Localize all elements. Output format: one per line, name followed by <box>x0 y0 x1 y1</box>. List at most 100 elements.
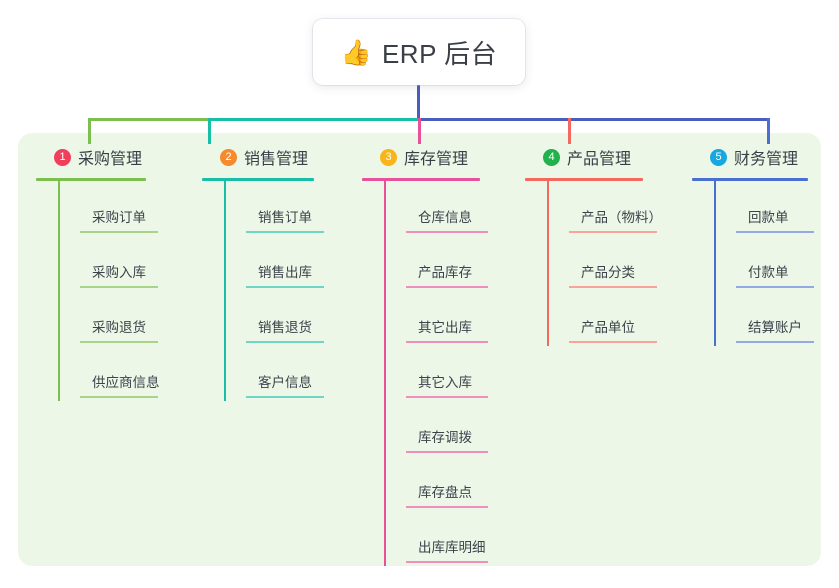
branch-header[interactable]: 4 产品管理 <box>525 145 685 169</box>
branch-child-underline <box>569 231 657 233</box>
branch-child-item[interactable]: 产品单位 <box>547 291 685 346</box>
branch-child-item[interactable]: 库存调拨 <box>384 401 522 456</box>
branch-column: 4 产品管理产品（物料） 产品分类产品单位 <box>525 145 685 346</box>
thumbs-up-icon: 👍 <box>340 37 372 67</box>
branch-child-item[interactable]: 产品（物料） <box>547 181 685 236</box>
trunk-segment <box>418 118 568 121</box>
branch-child-item[interactable]: 回款单 <box>714 181 832 236</box>
branch-number-badge: 4 <box>543 148 560 166</box>
branch-child-item[interactable]: 付款单 <box>714 236 832 291</box>
trunk-segment <box>568 118 770 121</box>
branch-children-list: 产品（物料） 产品分类产品单位 <box>525 181 685 346</box>
branch-underline <box>36 178 146 181</box>
branch-child-label: 销售订单 <box>258 210 312 225</box>
branch-underline <box>692 178 808 181</box>
branch-child-item[interactable]: 结算账户 <box>714 291 832 346</box>
branch-child-item[interactable]: 库存盘点 <box>384 456 522 511</box>
branch-number-badge: 2 <box>220 148 237 166</box>
branch-child-item[interactable]: 其它入库 <box>384 346 522 401</box>
branch-child-underline <box>80 286 158 288</box>
branch-child-underline <box>406 396 488 398</box>
branch-child-label: 采购入库 <box>92 265 146 280</box>
branch-child-label: 产品分类 <box>581 265 635 280</box>
branch-child-item[interactable]: 采购订单 <box>58 181 186 236</box>
branch-child-label: 仓库信息 <box>418 210 472 225</box>
branch-child-underline <box>246 231 324 233</box>
branch-child-item[interactable]: 其它出库 <box>384 291 522 346</box>
branch-child-underline <box>736 341 814 343</box>
branch-column: 3 库存管理仓库信息产品库存其它出库其它入库库存调拨库存盘点出库库明细 <box>362 145 522 566</box>
branch-drop-connector <box>568 118 571 144</box>
branch-underline <box>525 178 643 181</box>
branch-child-label: 付款单 <box>748 265 789 280</box>
branch-child-underline <box>406 451 488 453</box>
branch-child-item[interactable]: 仓库信息 <box>384 181 522 236</box>
branch-child-label: 其它出库 <box>418 320 472 335</box>
branch-title: 产品管理 <box>567 151 632 168</box>
branch-drop-connector <box>208 118 211 144</box>
branch-child-underline <box>80 396 158 398</box>
branch-child-label: 供应商信息 <box>92 375 160 390</box>
root-node[interactable]: 👍 ERP 后台 <box>313 19 525 85</box>
branch-child-label: 产品（物料） <box>581 210 662 225</box>
branch-child-item[interactable]: 采购入库 <box>58 236 186 291</box>
branch-child-label: 采购订单 <box>92 210 146 225</box>
branch-child-label: 其它入库 <box>418 375 472 390</box>
branch-child-underline <box>736 231 814 233</box>
branch-child-item[interactable]: 供应商信息 <box>58 346 186 401</box>
branch-children-list: 仓库信息产品库存其它出库其它入库库存调拨库存盘点出库库明细 <box>362 181 522 566</box>
branch-child-underline <box>406 341 488 343</box>
branch-child-underline <box>569 341 657 343</box>
branch-drop-connector <box>418 118 421 144</box>
trunk-segment <box>208 118 418 121</box>
branch-header[interactable]: 5 财务管理 <box>692 145 832 169</box>
branch-child-item[interactable]: 客户信息 <box>224 346 352 401</box>
branch-child-underline <box>80 341 158 343</box>
branch-title: 财务管理 <box>734 151 799 168</box>
branch-child-item[interactable]: 产品分类 <box>547 236 685 291</box>
branch-child-item[interactable]: 销售退货 <box>224 291 352 346</box>
branch-header[interactable]: 3 库存管理 <box>362 145 522 169</box>
branch-spine <box>714 181 716 346</box>
branch-child-underline <box>406 231 488 233</box>
branch-spine <box>547 181 549 346</box>
branch-number-badge: 3 <box>380 148 397 166</box>
branch-title: 销售管理 <box>244 151 309 168</box>
branch-children-list: 采购订单采购入库采购退货供应商信息 <box>36 181 186 401</box>
branch-child-item[interactable]: 销售出库 <box>224 236 352 291</box>
branch-child-underline <box>246 286 324 288</box>
branch-child-label: 库存盘点 <box>418 485 472 500</box>
branch-child-label: 销售出库 <box>258 265 312 280</box>
branch-title: 库存管理 <box>404 151 469 168</box>
branch-child-underline <box>569 286 657 288</box>
branch-child-underline <box>246 396 324 398</box>
branch-child-underline <box>246 341 324 343</box>
branch-child-underline <box>80 231 158 233</box>
branch-drop-connector <box>767 118 770 144</box>
branch-child-label: 库存调拨 <box>418 430 472 445</box>
branch-child-item[interactable]: 产品库存 <box>384 236 522 291</box>
branch-spine <box>384 181 386 566</box>
branch-child-underline <box>736 286 814 288</box>
branch-header[interactable]: 2 销售管理 <box>202 145 352 169</box>
branch-child-underline <box>406 561 488 563</box>
branch-child-item[interactable]: 出库库明细 <box>384 511 522 566</box>
branch-child-underline <box>406 286 488 288</box>
branch-spine <box>224 181 226 401</box>
root-node-label: ERP 后台 <box>381 38 498 69</box>
branch-child-label: 采购退货 <box>92 320 146 335</box>
branch-child-label: 产品库存 <box>418 265 472 280</box>
diagram-canvas-panel <box>18 133 821 566</box>
branch-child-underline <box>406 506 488 508</box>
branch-underline <box>202 178 314 181</box>
branch-title: 采购管理 <box>78 151 143 168</box>
root-stem-connector <box>417 85 420 120</box>
branch-child-label: 结算账户 <box>748 320 802 335</box>
branch-number-badge: 5 <box>710 148 727 166</box>
branch-child-item[interactable]: 销售订单 <box>224 181 352 236</box>
branch-column: 5 财务管理回款单付款单结算账户 <box>692 145 832 346</box>
branch-children-list: 销售订单销售出库销售退货客户信息 <box>202 181 352 401</box>
branch-child-item[interactable]: 采购退货 <box>58 291 186 346</box>
